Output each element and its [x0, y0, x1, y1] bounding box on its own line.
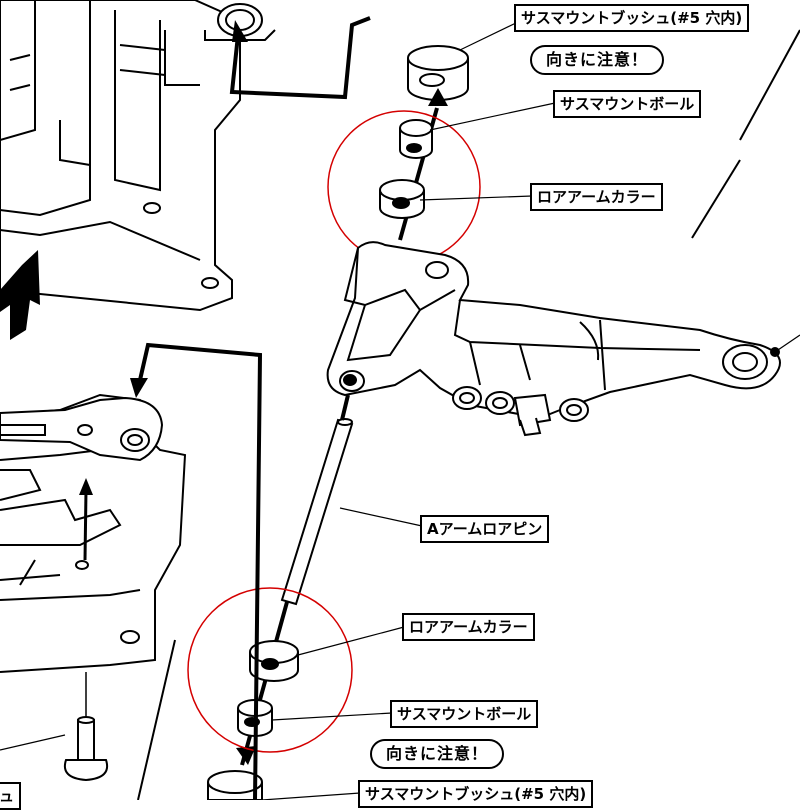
direction-arrow-icon: [0, 250, 40, 340]
insert-arrow-bottom: [236, 746, 256, 765]
sus-mount-ball-top: [399, 119, 433, 159]
highlight-circle-bottom: [187, 587, 353, 753]
chassis-upper-plate: [0, 0, 276, 312]
assembly-arrow-left-head: [130, 378, 148, 398]
label-lower-arm-collar-top: ロアアームカラー: [530, 183, 663, 211]
label-lower-arm-collar-bottom: ロアアームカラー: [402, 613, 535, 641]
lower-arm-collar-top: [379, 179, 425, 219]
caution-orientation-top: 向きに注意！: [530, 45, 665, 75]
lower-arm-collar-bottom: [249, 640, 299, 682]
label-sus-mount-ball-top: サスマウントボール: [553, 90, 702, 118]
reference-lines: [691, 29, 800, 239]
label-a-arm-lower-pin: Aアームロアピン: [420, 515, 550, 543]
leader-line-right: [774, 334, 800, 353]
up-arrow-small: [79, 478, 93, 561]
assembly-arrow-left: [138, 342, 263, 800]
label-sus-mount-ball-bottom: サスマウントボール: [390, 700, 539, 728]
label-sus-mount-bush-bottom: サスマウントブッシュ(#5 穴内): [358, 780, 594, 808]
pin-axis-middle: [340, 394, 350, 421]
caution-orientation-bottom: 向きに注意！: [370, 739, 505, 769]
a-arm-lower-pin: [280, 418, 354, 606]
leader-lines: [0, 21, 556, 800]
suspension-arm: [326, 241, 781, 437]
screw: [64, 672, 108, 782]
label-sus-mount-bush-top: サスマウントブッシュ(#5 穴内): [514, 4, 750, 32]
label-partial-left: ュ: [0, 782, 22, 810]
chassis-lower-plate: [0, 393, 187, 800]
insert-arrow-top: [428, 88, 448, 106]
pin-axis-bottom: [240, 601, 289, 766]
assembly-arrow-top: [229, 16, 371, 100]
lower-arm-left: [0, 396, 164, 462]
sus-mount-bush-bottom: [207, 770, 263, 800]
